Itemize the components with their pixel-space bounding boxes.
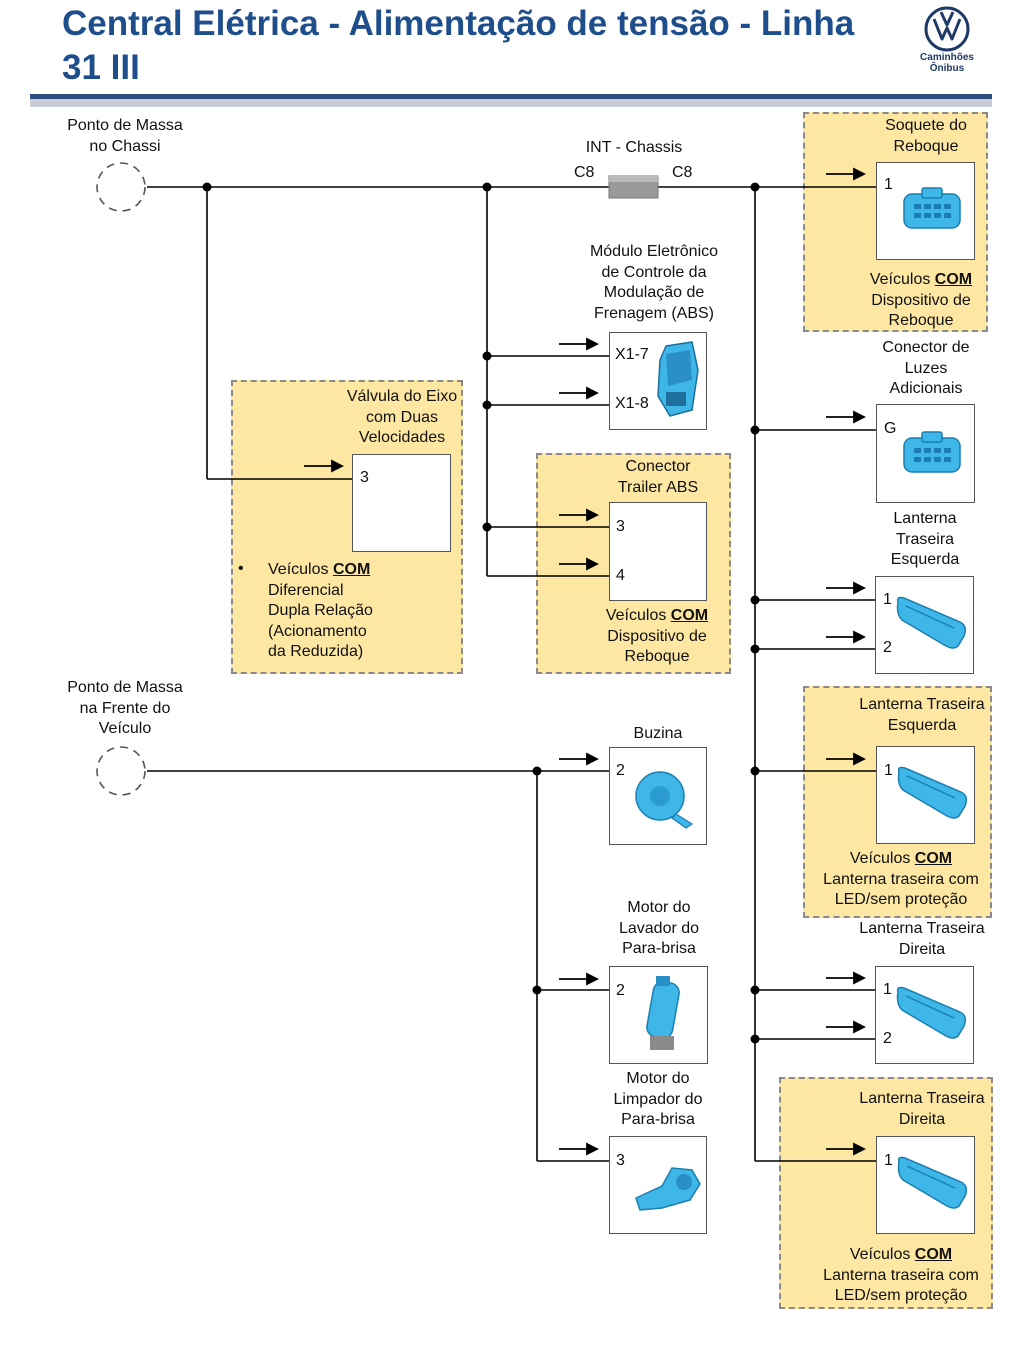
lant-tras-esq-pin-2: 2 (883, 639, 892, 656)
valvula-note-bullet: • (238, 560, 244, 577)
logo-line-1: Caminhões (920, 52, 974, 63)
horn-icon (635, 771, 694, 829)
int-chassis-label: INT - Chassis (585, 139, 683, 156)
additional-lights-connector-icon (903, 431, 961, 473)
lant-tras-dir-led-note: Veículos COM Lanterna traseira com LED/s… (800, 1245, 1002, 1307)
arrow-icon (559, 752, 600, 766)
note-prefix: Veículos (849, 850, 915, 867)
lavador-pin: 2 (616, 982, 625, 999)
lant-tras-dir-title: Lanterna Traseira Direita (859, 920, 985, 958)
abs-module-pin-1: X1-7 (615, 346, 649, 363)
lant-tras-esq-pin-1: 1 (883, 591, 892, 608)
buzina-pin: 2 (616, 762, 625, 779)
lant-tras-esq-title: Lanterna Traseira Esquerda (890, 510, 960, 568)
note-bold: COM (914, 850, 953, 867)
arrow-icon (826, 1020, 867, 1034)
note-prefix: Veículos (268, 561, 333, 578)
note-bold: COM (670, 607, 709, 624)
logo-line-2: Ônibus (929, 63, 965, 74)
arrow-icon (826, 410, 867, 424)
note-rest: Lanterna traseira com LED/sem proteção (823, 1266, 979, 1305)
lant-tras-esq-led-pin: 1 (884, 762, 893, 779)
arrow-icon (826, 1142, 867, 1156)
note-rest: Dispositivo de Reboque (607, 627, 707, 666)
arrow-icon (559, 386, 600, 400)
wiper-motor-icon (635, 1167, 701, 1211)
note-bold: COM (332, 561, 371, 578)
limpador-title: Motor do Limpador do Para-brisa (613, 1070, 703, 1128)
tail-lamp-icon (897, 1156, 968, 1209)
vw-emblem-icon (924, 6, 970, 52)
header-rule (30, 94, 992, 99)
component-limpador (609, 1136, 707, 1234)
soquete-title: Soquete do Reboque (885, 117, 967, 155)
soquete-pin: 1 (884, 176, 893, 193)
arrow-icon (826, 971, 867, 985)
note-rest: Diferencial Dupla Relação (Acionamento d… (268, 581, 373, 661)
valvula-title: Válvula do Eixo com Duas Velocidades (346, 388, 458, 446)
page-title: Central Elétrica - Alimentação de tensão… (62, 4, 855, 87)
lavador-title: Motor do Lavador do Para-brisa (618, 899, 700, 957)
note-bold: COM (934, 271, 973, 288)
lant-tras-dir-led-title: Lanterna Traseira Direita (859, 1090, 985, 1128)
abs-module-icon (657, 341, 699, 417)
valvula-note: Veículos COM Diferencial Dupla Relação (… (268, 560, 448, 663)
arrow-icon (826, 752, 867, 766)
lant-tras-dir-pin-2: 2 (883, 1030, 892, 1047)
lant-tras-dir-pin-1: 1 (883, 981, 892, 998)
arrow-icon (304, 459, 345, 473)
int-chassis-pin-left: C8 (574, 164, 595, 181)
ground-chassis-label: Ponto de Massa no Chassi (67, 117, 183, 155)
lant-tras-esq-led-title: Lanterna Traseira Esquerda (859, 696, 985, 734)
trailer-socket-connector-icon (903, 187, 961, 229)
vw-logo: Caminhões Ônibus (912, 6, 982, 74)
signal-arrows (304, 167, 867, 1156)
buzina-title: Buzina (633, 725, 683, 742)
note-prefix: Veículos (605, 607, 671, 624)
luzes-pin: G (884, 420, 897, 437)
ground-front-symbol (96, 746, 146, 796)
header-rule-shadow (30, 99, 992, 107)
component-trailer-abs (609, 502, 707, 601)
note-prefix: Veículos (849, 1246, 915, 1263)
trailer-abs-pin-1: 3 (616, 518, 625, 535)
valvula-pin: 3 (360, 469, 369, 486)
arrow-icon (559, 557, 600, 571)
arrow-icon (559, 1142, 600, 1156)
arrow-icon (559, 972, 600, 986)
lant-tras-esq-led-note: Veículos COM Lanterna traseira com LED/s… (800, 849, 1002, 911)
soquete-note: Veículos COM Dispositivo de Reboque (806, 270, 1024, 332)
arrow-icon (559, 337, 600, 351)
limpador-pin: 3 (616, 1152, 625, 1169)
note-prefix: Veículos (869, 271, 935, 288)
tail-lamp-icon (896, 596, 967, 649)
tail-lamp-icon (896, 986, 967, 1039)
arrow-icon (559, 508, 600, 522)
note-bold: COM (914, 1246, 953, 1263)
lant-tras-dir-led-pin: 1 (884, 1152, 893, 1169)
note-rest: Dispositivo de Reboque (871, 291, 971, 330)
arrow-icon (826, 630, 867, 644)
washer-motor-icon (646, 976, 680, 1050)
trailer-abs-note: Veículos COM Dispositivo de Reboque (552, 606, 762, 668)
abs-module-pin-2: X1-8 (615, 395, 649, 412)
ground-chassis-symbol (96, 162, 146, 212)
abs-module-title: Módulo Eletrônico de Controle da Modulaç… (589, 243, 719, 322)
tail-lamp-icon (897, 766, 968, 819)
note-rest: Lanterna traseira com LED/sem proteção (823, 870, 979, 909)
ground-front-label: Ponto de Massa na Frente do Veículo (67, 679, 183, 737)
int-chassis-pin-right: C8 (672, 164, 693, 181)
arrow-icon (826, 167, 867, 181)
luzes-title: Conector de Luzes Adicionais (882, 339, 970, 397)
component-valvula (352, 454, 451, 552)
trailer-abs-pin-2: 4 (616, 567, 625, 584)
trailer-abs-title: Conector Trailer ABS (617, 458, 699, 496)
arrow-icon (826, 581, 867, 595)
